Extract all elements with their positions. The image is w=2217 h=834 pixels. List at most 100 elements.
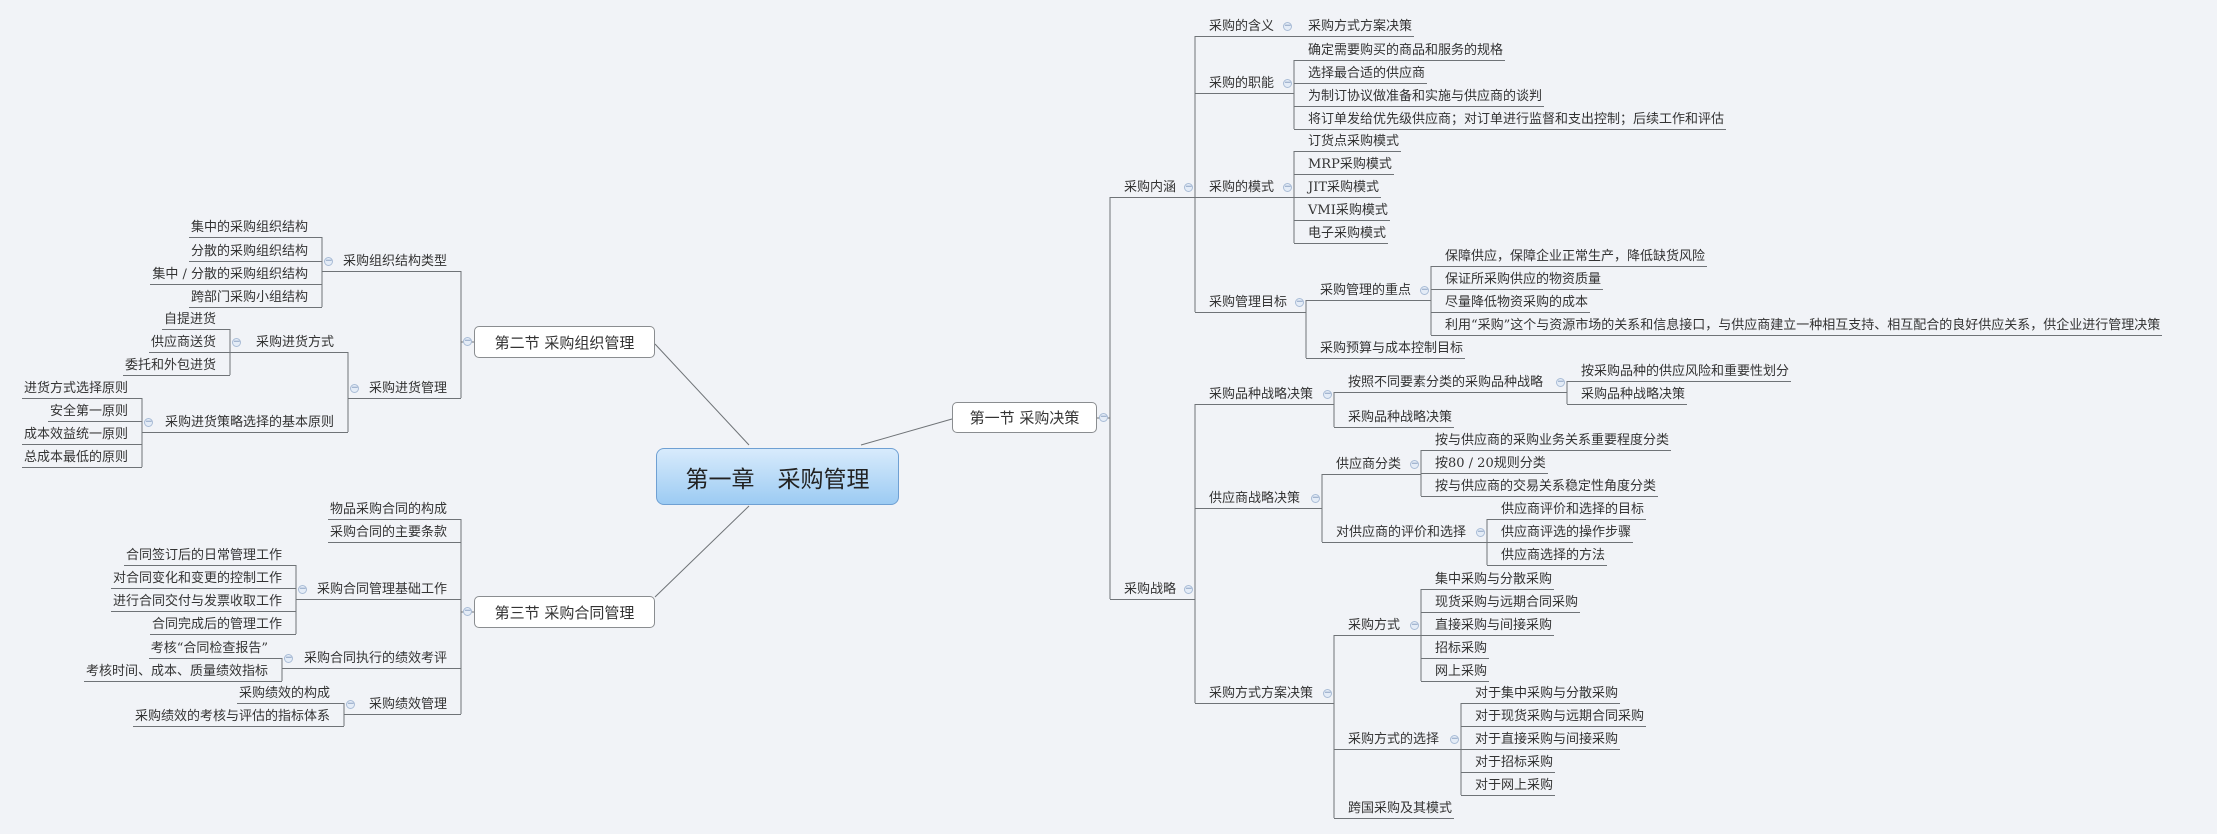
leaf-topic[interactable]: VMI采购模式 (1294, 201, 1390, 221)
leaf-topic[interactable]: 将订单发给优先级供应商；对订单进行监督和支出控制；后续工作和评估 (1294, 110, 1727, 130)
collapse-icon[interactable]: − (1283, 182, 1292, 192)
leaf-topic[interactable]: 成本效益统一原则 (21, 425, 142, 445)
leaf-topic[interactable]: 跨国采购及其模式 (1334, 799, 1455, 819)
leaf-topic[interactable]: 网上采购 (1421, 662, 1490, 682)
branch-topic[interactable]: 采购方式− (1334, 616, 1421, 636)
branch-topic[interactable]: 采购绩效管理− (344, 695, 461, 715)
branch-topic[interactable]: 采购合同执行的绩效考评− (282, 649, 461, 669)
collapse-icon[interactable]: − (1420, 285, 1429, 295)
branch-topic[interactable]: 采购的含义− (1195, 17, 1294, 37)
collapse-icon[interactable]: − (144, 417, 153, 427)
collapse-icon[interactable]: − (324, 256, 333, 266)
branch-topic[interactable]: 采购组织结构类型− (322, 252, 461, 272)
leaf-topic[interactable]: 采购品种战略决策 (1567, 385, 1688, 405)
leaf-topic[interactable]: MRP采购模式 (1294, 155, 1394, 175)
collapse-icon[interactable]: − (232, 337, 241, 347)
leaf-topic[interactable]: 对于网上采购 (1461, 776, 1556, 796)
leaf-topic[interactable]: 为制订协议做准备和实施与供应商的谈判 (1294, 87, 1545, 107)
branch-topic[interactable]: 对供应商的评价和选择− (1322, 523, 1487, 543)
central-topic[interactable]: 第一章 采购管理 (656, 448, 899, 505)
collapse-icon[interactable]: − (1295, 297, 1304, 307)
collapse-icon[interactable]: − (1410, 459, 1419, 469)
leaf-topic[interactable]: 合同完成后的管理工作 (149, 615, 296, 635)
leaf-topic[interactable]: 总成本最低的原则 (21, 448, 142, 468)
leaf-topic[interactable]: 对于集中采购与分散采购 (1461, 684, 1621, 704)
leaf-topic[interactable]: 供应商评价和选择的目标 (1487, 500, 1647, 520)
leaf-topic[interactable]: 供应商评选的操作步骤 (1487, 523, 1634, 543)
leaf-topic[interactable]: 安全第一原则 (47, 402, 142, 422)
collapse-icon[interactable]: − (1184, 584, 1193, 594)
branch-topic[interactable]: 采购品种战略决策− (1195, 385, 1334, 405)
leaf-topic[interactable]: 集中采购与分散采购 (1421, 570, 1555, 590)
collapse-icon[interactable]: − (1283, 78, 1292, 88)
leaf-topic[interactable]: 集中的采购组织结构 (188, 218, 322, 238)
collapse-icon[interactable]: − (463, 606, 472, 616)
collapse-icon[interactable]: − (1311, 493, 1320, 503)
branch-topic[interactable]: 采购合同管理基础工作− (296, 580, 461, 600)
leaf-topic[interactable]: 考核“合同检查报告” (148, 639, 282, 659)
leaf-topic[interactable]: 进行合同交付与发票收取工作 (110, 592, 296, 612)
collapse-icon[interactable]: − (1410, 620, 1419, 630)
leaf-topic[interactable]: 保障供应，保障企业正常生产，降低缺货风险 (1431, 247, 1708, 267)
leaf-topic[interactable]: 尽量降低物资采购的成本 (1431, 293, 1591, 313)
leaf-topic[interactable]: 供应商选择的方法 (1487, 546, 1608, 566)
branch-topic[interactable]: 按照不同要素分类的采购品种战略− (1334, 373, 1567, 393)
collapse-icon[interactable]: − (350, 383, 359, 393)
branch-topic[interactable]: 采购方式的选择− (1334, 730, 1461, 750)
leaf-topic[interactable]: 合同签订后的日常管理工作 (123, 546, 296, 566)
leaf-topic[interactable]: 对于现货采购与远期合同采购 (1461, 707, 1647, 727)
branch-topic[interactable]: 采购的模式− (1195, 178, 1294, 198)
branch-topic[interactable]: 采购内涵− (1110, 178, 1195, 198)
leaf-topic[interactable]: 对于直接采购与间接采购 (1461, 730, 1621, 750)
collapse-icon[interactable]: − (1556, 377, 1565, 387)
collapse-icon[interactable]: − (463, 336, 472, 346)
leaf-topic[interactable]: 确定需要购买的商品和服务的规格 (1294, 41, 1506, 61)
leaf-topic[interactable]: 利用“采购”这个与资源市场的关系和信息接口，与供应商建立一种相互支持、相互配合的… (1431, 316, 2163, 336)
leaf-topic[interactable]: 集中 / 分散的采购组织结构 (150, 265, 322, 285)
leaf-topic[interactable]: 委托和外包进货 (122, 356, 230, 376)
branch-topic[interactable]: 采购方式方案决策− (1195, 684, 1334, 704)
branch-topic[interactable]: 供应商分类− (1322, 455, 1421, 475)
branch-topic[interactable]: 采购进货管理− (348, 379, 461, 399)
leaf-topic[interactable]: 采购绩效的考核与评估的指标体系 (132, 707, 344, 727)
leaf-topic[interactable]: 采购合同的主要条款 (327, 523, 461, 543)
collapse-icon[interactable]: − (1323, 389, 1332, 399)
leaf-topic[interactable]: 采购品种战略决策 (1334, 408, 1455, 428)
collapse-icon[interactable]: − (1450, 734, 1459, 744)
leaf-topic[interactable]: 现货采购与远期合同采购 (1421, 593, 1581, 613)
leaf-topic[interactable]: 自提进货 (161, 310, 230, 330)
leaf-topic[interactable]: 物品采购合同的构成 (327, 500, 461, 520)
leaf-topic[interactable]: 采购预算与成本控制目标 (1306, 339, 1466, 359)
leaf-topic[interactable]: 跨部门采购小组结构 (188, 288, 322, 308)
leaf-topic[interactable]: 直接采购与间接采购 (1421, 616, 1555, 636)
branch-topic[interactable]: 采购进货方式− (230, 333, 348, 353)
branch-topic[interactable]: 供应商战略决策− (1195, 489, 1322, 509)
collapse-icon[interactable]: − (1099, 412, 1108, 422)
branch-topic[interactable]: 采购管理目标− (1195, 293, 1306, 313)
branch-topic[interactable]: 采购管理的重点− (1306, 281, 1431, 301)
branch-topic[interactable]: 采购进货策略选择的基本原则− (142, 413, 348, 433)
section-3-topic[interactable]: 第三节 采购合同管理 (474, 596, 655, 628)
collapse-icon[interactable]: − (346, 699, 355, 709)
leaf-topic[interactable]: 进货方式选择原则 (21, 379, 142, 399)
leaf-topic[interactable]: 对合同变化和变更的控制工作 (110, 569, 296, 589)
collapse-icon[interactable]: − (1184, 182, 1193, 192)
section-1-topic[interactable]: 第一节 采购决策 (952, 402, 1097, 433)
leaf-topic[interactable]: 对于招标采购 (1461, 753, 1556, 773)
leaf-topic[interactable]: 按80 / 20规则分类 (1421, 454, 1548, 474)
leaf-topic[interactable]: 考核时间、成本、质量绩效指标 (83, 662, 282, 682)
leaf-topic[interactable]: 保证所采购供应的物资质量 (1431, 270, 1604, 290)
leaf-topic[interactable]: 供应商送货 (148, 333, 230, 353)
leaf-topic[interactable]: JIT采购模式 (1294, 178, 1382, 198)
leaf-topic[interactable]: 选择最合适的供应商 (1294, 64, 1428, 84)
leaf-topic[interactable]: 电子采购模式 (1294, 224, 1389, 244)
leaf-topic[interactable]: 采购方式方案决策 (1294, 17, 1415, 37)
section-2-topic[interactable]: 第二节 采购组织管理 (474, 326, 655, 358)
branch-topic[interactable]: 采购的职能− (1195, 74, 1294, 94)
leaf-topic[interactable]: 按与供应商的交易关系稳定性角度分类 (1421, 477, 1659, 497)
leaf-topic[interactable]: 按与供应商的采购业务关系重要程度分类 (1421, 431, 1672, 451)
leaf-topic[interactable]: 订货点采购模式 (1294, 132, 1402, 152)
collapse-icon[interactable]: − (1323, 688, 1332, 698)
branch-topic[interactable]: 采购战略− (1110, 580, 1195, 600)
leaf-topic[interactable]: 分散的采购组织结构 (188, 242, 322, 262)
